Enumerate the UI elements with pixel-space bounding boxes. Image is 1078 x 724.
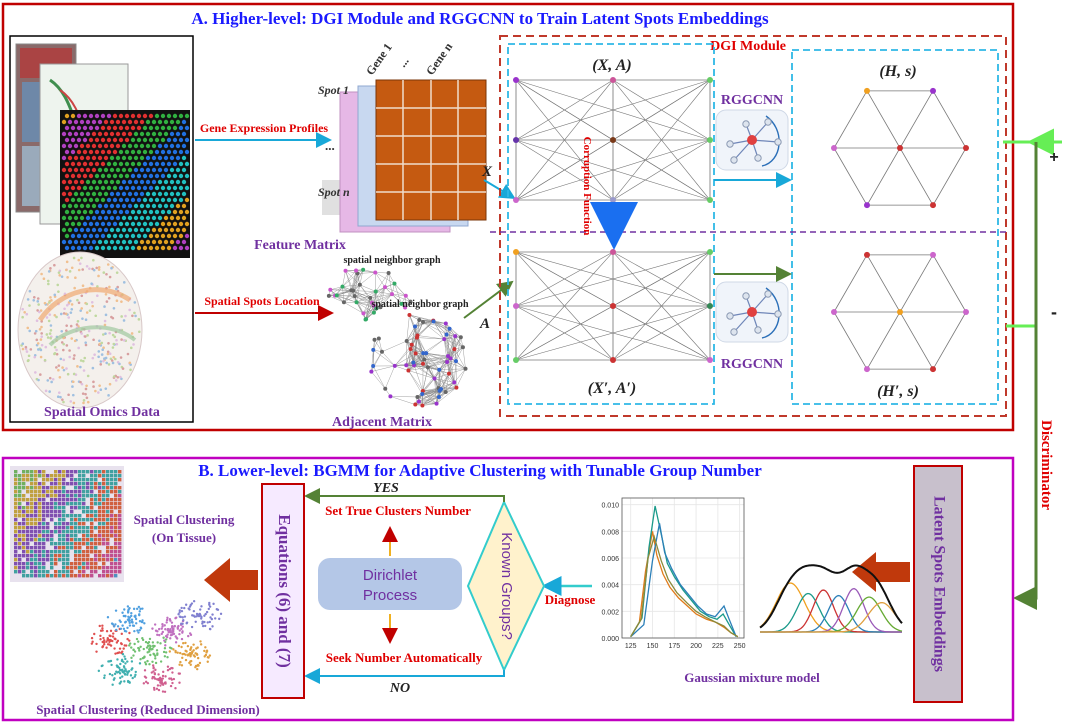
rggcnn-label-top: RGGCNN [721, 93, 783, 108]
seek-label: Seek Number Automatically [326, 650, 483, 665]
plus-sign: + [1049, 149, 1058, 166]
latent-embeddings-box [913, 465, 963, 703]
spot-n-label: Spot n [318, 185, 350, 199]
section-a-title: A. Higher-level: DGI Module and RGGCNN t… [191, 9, 769, 28]
x-tick-label: 200 [690, 643, 702, 650]
a-label: A [479, 316, 490, 332]
equations-label: Equations (6) and (7) [275, 514, 294, 668]
spot-1-label: Spot 1 [318, 83, 349, 97]
dgi-input-panel [507, 43, 715, 405]
a-arrow [463, 280, 514, 319]
dgi-title: DGI Module [710, 39, 786, 54]
spatial-tissue-label-1: Spatial Clustering [134, 512, 235, 527]
gmm-curves [759, 564, 903, 633]
x-label: X [481, 164, 493, 180]
section-b-title: B. Lower-level: BGMM for Adaptive Cluste… [198, 461, 762, 480]
graph-xa-prime [513, 249, 713, 363]
x-tick-label: 225 [712, 643, 724, 650]
plus-arrow [1006, 140, 1038, 328]
y-tick-label: 0.000 [601, 636, 619, 643]
discriminator-label: Discriminator [1038, 420, 1054, 510]
x-tick-label: 150 [647, 643, 659, 650]
dirichlet-line-2: Process [363, 587, 417, 604]
discriminator-line [1013, 142, 1038, 610]
omics-label: Spatial Omics Data [44, 405, 160, 420]
gene-n-label: Gene n [423, 40, 455, 78]
density-series-line [630, 523, 737, 638]
diagnose-label: Diagnose [545, 592, 596, 607]
rggcnn-network-icon-top [715, 109, 789, 171]
output-arrow [204, 558, 258, 602]
density-series-line [630, 505, 737, 638]
spatial-clustering-umap-image [90, 600, 223, 693]
dirichlet-process-box [318, 558, 462, 610]
y-tick-label: 0.004 [601, 583, 619, 590]
density-chart: 0.000 0.002 0.004 0.006 0.008 0.010 125 150 175 2… [601, 497, 746, 650]
adjacent-matrix-label: Adjacent Matrix [332, 415, 432, 430]
y-tick-label: 0.002 [601, 609, 619, 616]
gene-1-label: Gene 1 [363, 40, 395, 77]
minus-sign: - [1051, 302, 1057, 322]
dirichlet-line-1: Dirichlet [363, 567, 418, 584]
no-path [304, 668, 505, 684]
graph-hs-prime-label: (H′, s) [877, 383, 919, 400]
density-series-line [630, 534, 739, 638]
x-tick-label: 125 [625, 643, 637, 650]
set-true-label: Set True Clusters Number [325, 503, 471, 518]
graph-hs [831, 87, 969, 209]
spatial-loc-label: Spatial Spots Location [204, 294, 320, 308]
graph-xa [513, 77, 713, 203]
no-label: NO [389, 681, 410, 696]
spatial-clustering-tissue-image [10, 466, 124, 582]
density-series-line [630, 531, 739, 638]
snn-label-2: spatial neighbor graph [371, 299, 468, 310]
yes-path [304, 488, 505, 504]
x-tick-label: 250 [734, 643, 746, 650]
yes-label: YES [373, 481, 399, 496]
equations-box [261, 483, 305, 699]
spatial-tissue-label-2: (On Tissue) [152, 530, 216, 545]
tissue-image-stack [15, 43, 190, 409]
spatial-reduced-label: Spatial Clustering (Reduced Dimension) [36, 702, 260, 717]
corruption-label: Corruption Function [581, 137, 593, 236]
dgi-module-frame [499, 35, 1007, 417]
y-tick-label: 0.010 [601, 503, 619, 510]
gmm-label: Gaussian mixture model [684, 670, 820, 685]
rggcnn-network-icon-bottom [715, 281, 789, 343]
gene-dots-label: ... [395, 54, 412, 69]
spatial-neighbor-graph-large [369, 312, 468, 408]
spatial-neighbor-graph-small [326, 267, 413, 322]
feature-matrix-label: Feature Matrix [254, 238, 346, 253]
section-a-frame [1, 2, 1015, 432]
dgi-output-panel [791, 49, 999, 405]
latent-embeddings-label: Latent Spots Embeddings [930, 496, 947, 672]
gene-expr-label: Gene Expression Profiles [200, 121, 329, 135]
y-tick-label: 0.006 [601, 556, 619, 563]
y-tick-label: 0.008 [601, 529, 619, 536]
graph-xa-label: (X, A) [592, 57, 631, 74]
x-tick-label: 175 [668, 643, 680, 650]
gmm-input-arrow [852, 552, 910, 592]
graph-hs-prime [831, 251, 969, 373]
section-b-frame [1, 456, 1015, 722]
spot-dots-label: ... [325, 138, 335, 153]
known-groups-label: Known Groups? [498, 532, 515, 640]
rggcnn-label-bottom: RGGCNN [721, 357, 783, 372]
graph-xa-prime-label: (X′, A′) [588, 380, 636, 397]
feature-matrix [322, 79, 487, 233]
snn-label-1: spatial neighbor graph [343, 255, 440, 266]
graph-hs-label: (H, s) [879, 63, 916, 80]
density-axes [621, 497, 745, 639]
